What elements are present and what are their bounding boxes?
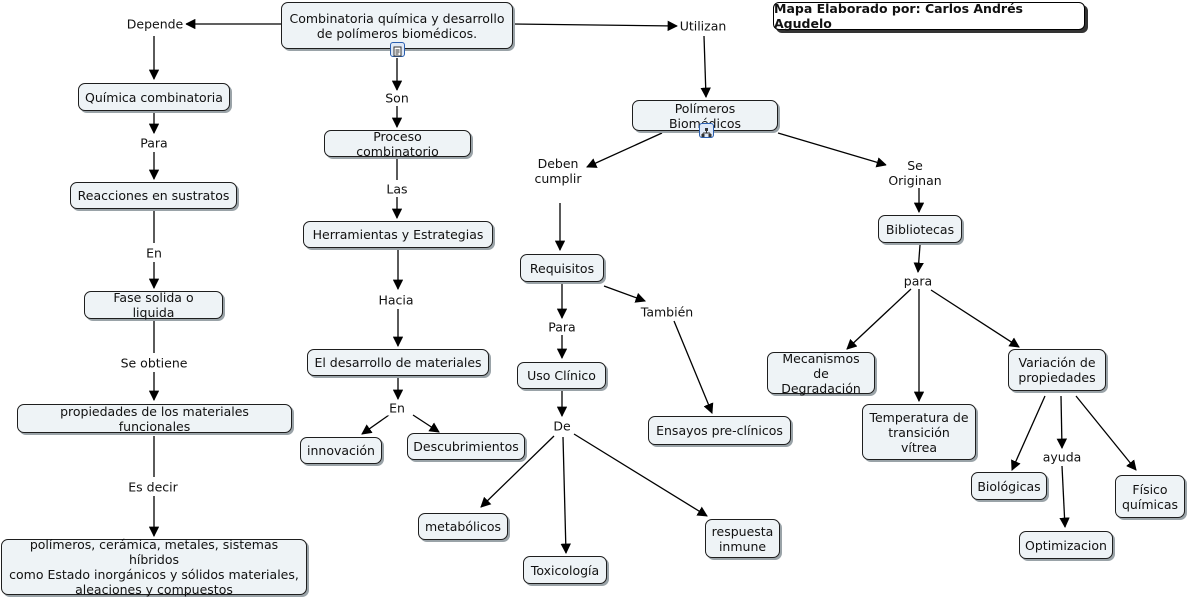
connector-line: [1011, 395, 1046, 471]
connector-line: [586, 132, 663, 168]
link-label-es-decir: Es decir: [126, 479, 180, 495]
link-label-hacia: Hacia: [376, 292, 416, 308]
connector-line: [361, 414, 390, 435]
node-metabolicos[interactable]: metabólicos: [418, 513, 508, 540]
link-label-ayuda: ayuda: [1040, 449, 1084, 465]
node-respuesta-inmune[interactable]: respuesta inmune: [705, 519, 780, 558]
link-label-para-2: Para: [546, 319, 578, 335]
node-toxicologia[interactable]: Toxicología: [523, 556, 607, 584]
author-title: Mapa Elaborado por: Carlos Andrés Agudel…: [773, 1, 1085, 31]
link-label-para: Para: [138, 135, 170, 151]
connector-line: [673, 320, 714, 414]
node-requisitos[interactable]: Requisitos: [520, 254, 604, 282]
connector-line: [700, 35, 711, 99]
node-fisico-quimicas[interactable]: Físico químicas: [1115, 475, 1185, 518]
document-icon[interactable]: [390, 42, 405, 57]
node-quimica-combinatoria[interactable]: Química combinatoria: [78, 83, 230, 111]
node-mecanismos[interactable]: Mecanismos de Degradación: [767, 351, 875, 396]
link-label-de: De: [551, 418, 573, 434]
node-fase-solida[interactable]: Fase solida o liquida: [84, 290, 223, 320]
connector-line: [1056, 395, 1068, 450]
link-label-depende: Depende: [124, 16, 186, 32]
node-polimeros-lista[interactable]: polímeros, cerámica, metales, sistemas h…: [1, 537, 307, 597]
link-label-tambien: También: [638, 304, 696, 320]
connector-line: [930, 289, 1020, 348]
node-desarrollo-materiales[interactable]: El desarrollo de materiales: [307, 349, 489, 376]
link-label-para-3: para: [901, 273, 935, 289]
connector-line: [1075, 395, 1137, 471]
connector-line: [560, 436, 571, 555]
node-reacciones-sustratos[interactable]: Reacciones en sustratos: [70, 182, 237, 209]
link-label-en: En: [144, 245, 164, 261]
link-label-se-obtiene: Se obtiene: [118, 355, 190, 371]
node-proceso-combinatorio[interactable]: Proceso combinatorio: [324, 129, 471, 159]
link-label-en-2: En: [387, 400, 407, 416]
connector-line: [480, 435, 555, 508]
connector-line: [777, 132, 887, 168]
connector-line: [512, 20, 679, 32]
node-herramientas[interactable]: Herramientas y Estrategias: [303, 221, 493, 248]
node-temperatura[interactable]: Temperatura de transición vítrea: [862, 404, 976, 460]
link-label-las: Las: [384, 181, 410, 197]
link-label-se-originan: Se Originan: [886, 158, 944, 188]
link-label-utilizan: Utilizan: [677, 18, 729, 34]
node-descubrimientos[interactable]: Descubrimientos: [407, 433, 525, 460]
node-uso-clinico[interactable]: Uso Clínico: [517, 362, 606, 389]
connector-line: [913, 244, 924, 274]
node-ensayos[interactable]: Ensayos pre-clínicos: [648, 416, 791, 445]
link-label-deben-cumplir: Deben cumplir: [532, 156, 584, 186]
node-biologicas[interactable]: Biológicas: [971, 472, 1047, 500]
node-bibliotecas[interactable]: Bibliotecas: [878, 215, 962, 243]
connector-line: [573, 433, 708, 517]
link-label-son: Son: [383, 90, 411, 106]
map-icon[interactable]: [699, 123, 714, 138]
connector-line: [1059, 465, 1070, 529]
connector-line: [603, 285, 646, 303]
node-innovacion[interactable]: innovación: [300, 437, 382, 464]
node-variacion[interactable]: Variación de propiedades: [1008, 349, 1106, 391]
connector-line: [412, 414, 440, 433]
node-optimizacion[interactable]: Optimizacion: [1019, 531, 1113, 559]
connector-line: [846, 288, 912, 350]
node-propiedades-materiales[interactable]: propiedades de los materiales funcionale…: [17, 404, 292, 434]
